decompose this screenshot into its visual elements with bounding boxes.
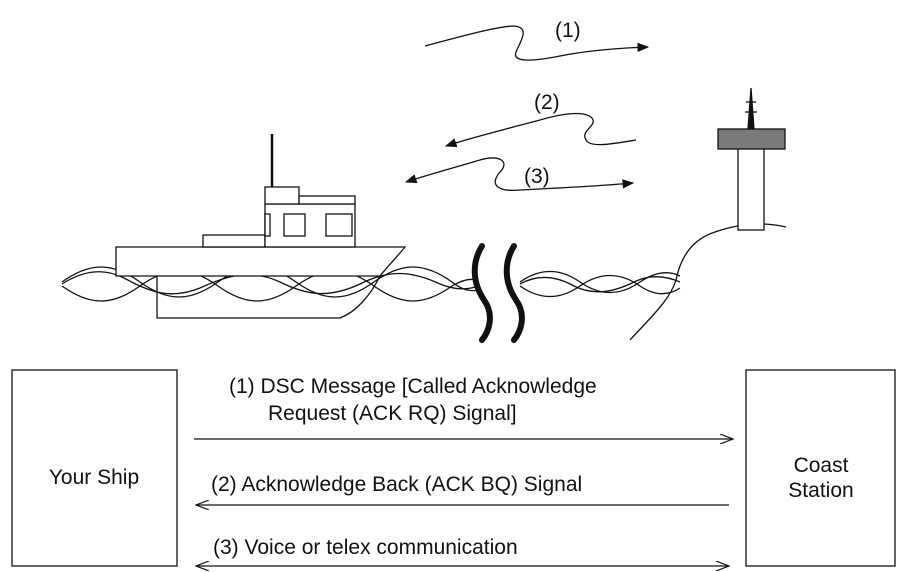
signal-2-label: (2) Acknowledge Back (ACK BQ) Signal — [211, 473, 582, 496]
your-ship-box — [11, 369, 178, 567]
signal-1-label-line1: (1) DSC Message [Called Acknowledge — [229, 375, 597, 398]
sea-waves — [61, 266, 479, 302]
sea-waves-right — [519, 270, 681, 298]
radio-waves — [404, 25, 650, 192]
wave-3 — [404, 157, 635, 192]
wave-1 — [424, 25, 650, 61]
signal-3-label: (3) Voice or telex communication — [213, 536, 518, 559]
wave-2 — [444, 112, 637, 148]
coast-station-label-line1: Coast — [794, 454, 849, 477]
coast-station-box — [745, 369, 896, 567]
wave-label-2: (2) — [534, 91, 560, 114]
ship-illustration — [115, 134, 407, 319]
break-marks — [471, 243, 525, 343]
wave-label-3: (3) — [524, 165, 550, 188]
signal-1-label-line2: Request (ACK RQ) Signal] — [268, 402, 517, 425]
your-ship-label: Your Ship — [49, 466, 139, 489]
coast-station-illustration — [629, 87, 787, 341]
wave-label-1: (1) — [555, 19, 581, 42]
coast-station-label-line2: Station — [788, 479, 853, 502]
